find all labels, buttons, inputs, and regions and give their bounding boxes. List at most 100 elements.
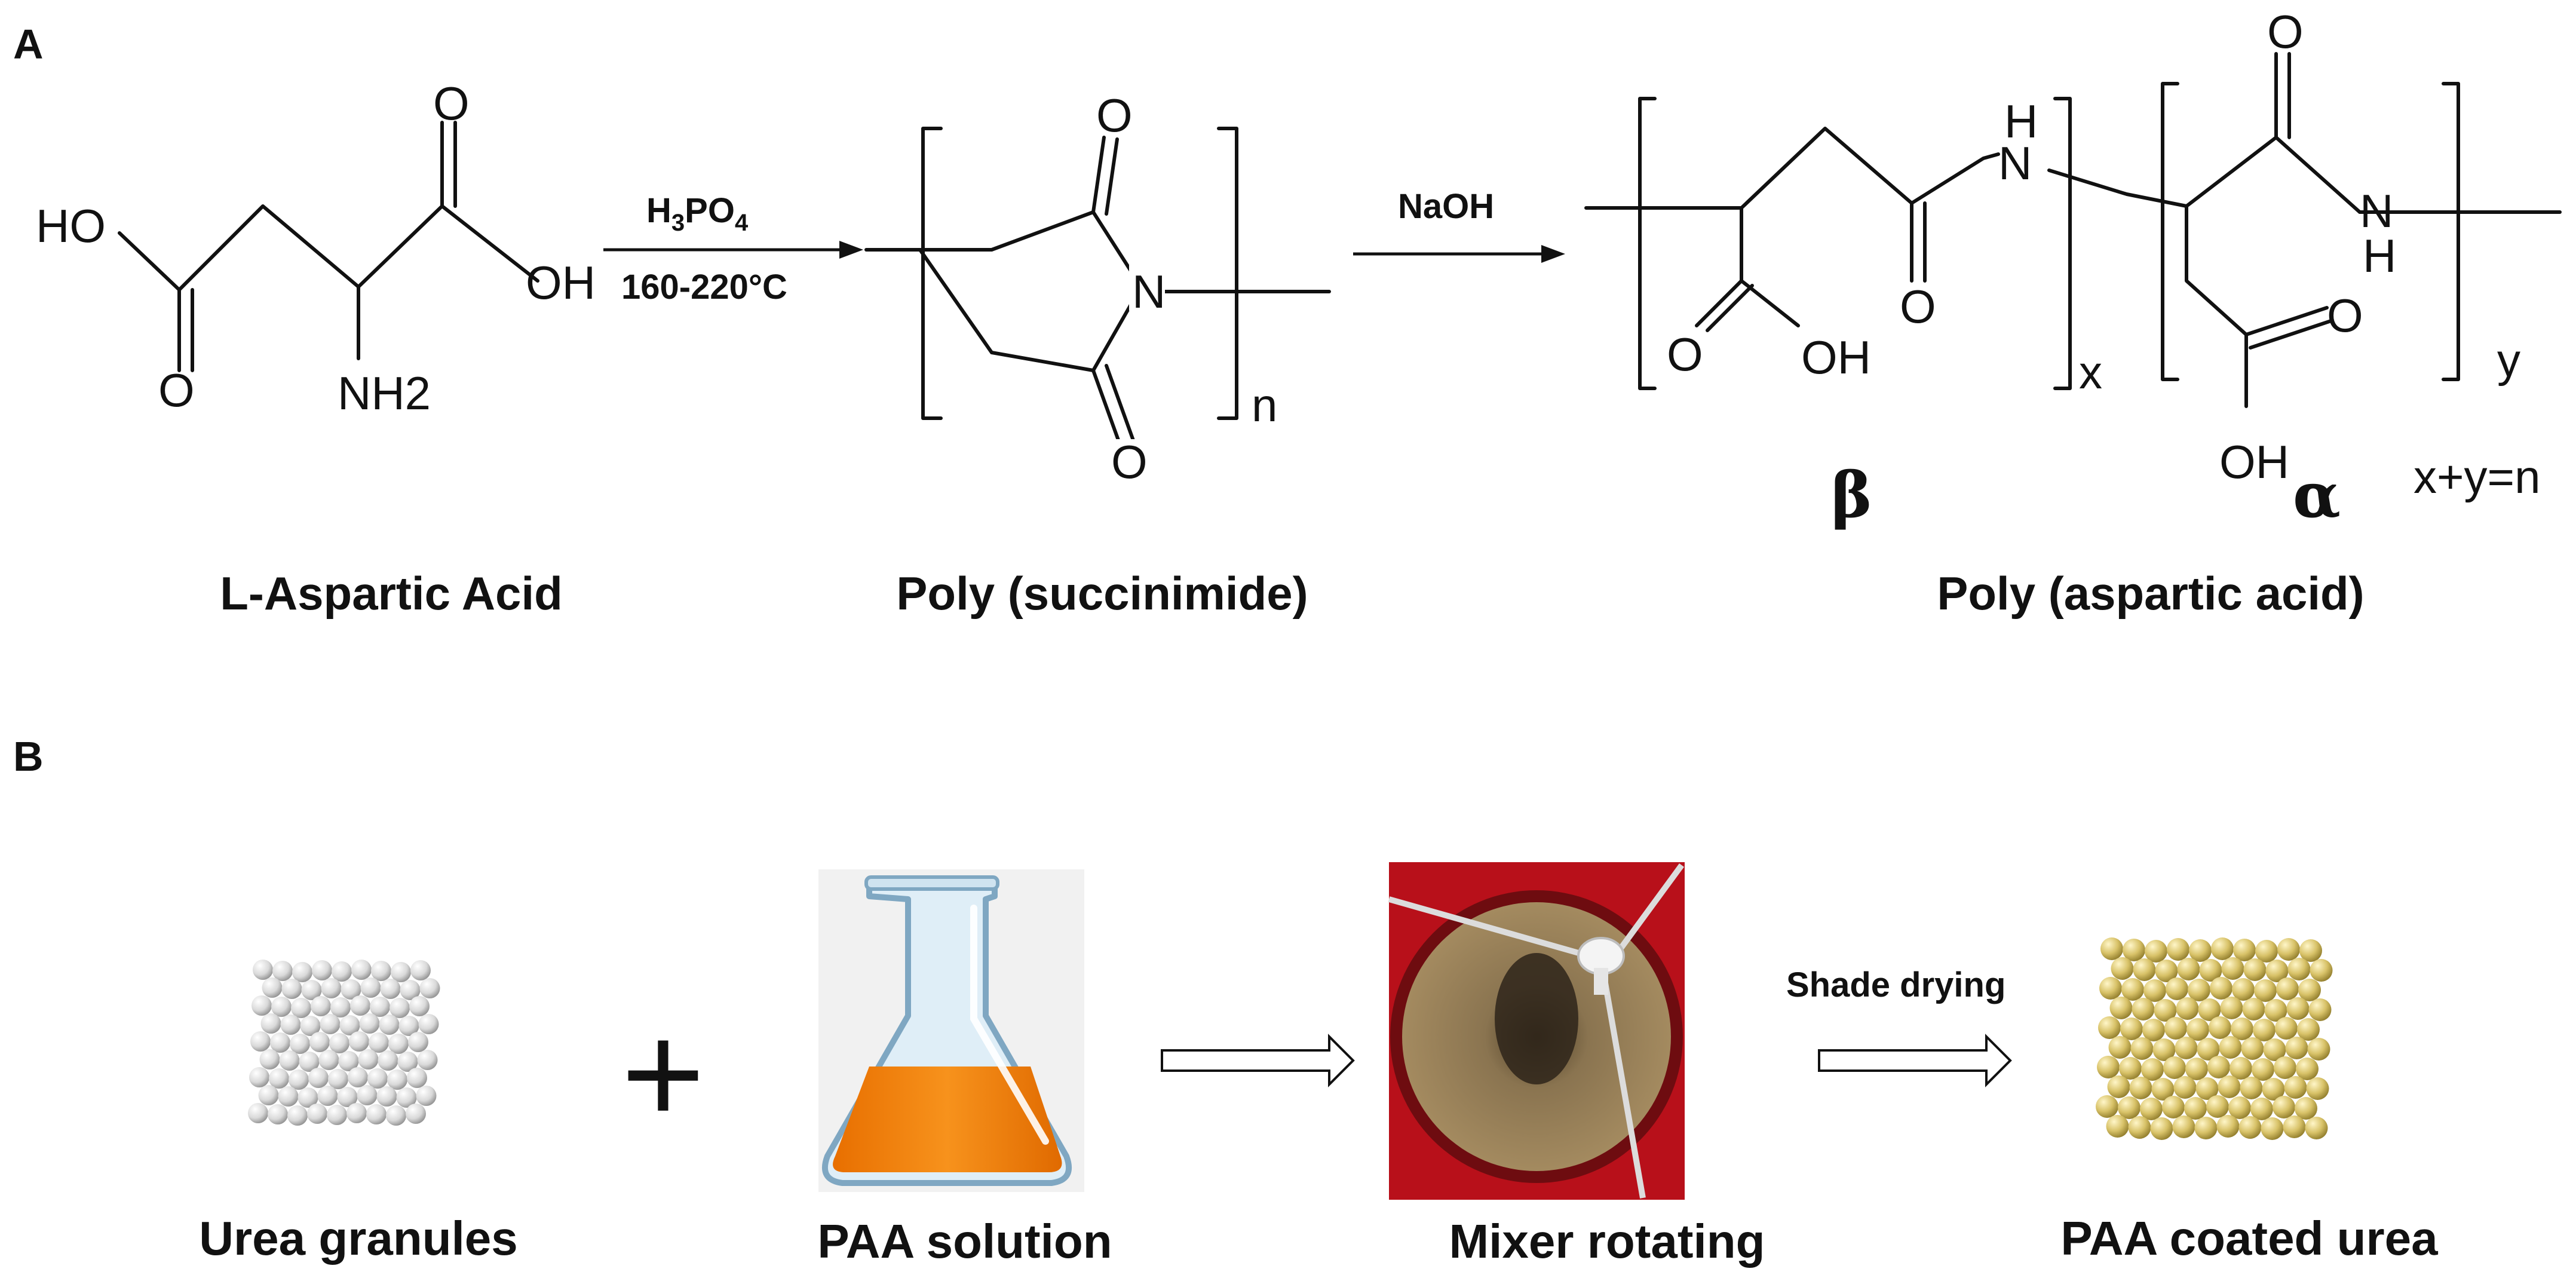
granule [339, 1015, 360, 1035]
granule [2194, 1117, 2218, 1139]
granule [2261, 1117, 2284, 1140]
granule [270, 1032, 290, 1053]
granule [337, 1087, 358, 1107]
panel-label-b: B [13, 733, 44, 780]
paa-solution-liquid [833, 1067, 1062, 1172]
granule [2199, 959, 2222, 982]
atom-n: N [1132, 265, 1166, 318]
granule [2307, 1038, 2330, 1061]
granule [2254, 979, 2277, 1002]
atom-o: O [1667, 328, 1703, 381]
granule [300, 1016, 321, 1036]
atom-o: O [2267, 5, 2304, 58]
granule [378, 1050, 398, 1071]
granule [2145, 940, 2167, 963]
granule [2255, 940, 2278, 963]
atom-o: O [433, 77, 470, 130]
atom-h: H [2363, 229, 2396, 282]
granule [346, 1103, 367, 1123]
granule [2123, 939, 2145, 961]
granule [380, 979, 401, 999]
atom-nh: N [1998, 137, 2032, 189]
granule [268, 1104, 288, 1124]
atom-o: O [1111, 436, 1148, 488]
atom-nh: N [2360, 185, 2393, 237]
granule [387, 1069, 407, 1090]
granule [348, 1067, 368, 1087]
granule [2240, 1077, 2263, 1099]
process-arrow-2 [1818, 1034, 2012, 1087]
granule [2140, 1098, 2163, 1120]
granule [2232, 978, 2255, 1001]
granule [2277, 938, 2300, 961]
granule [391, 962, 411, 982]
granule [318, 1050, 339, 1070]
granule [2305, 1117, 2328, 1139]
granule [2241, 1037, 2264, 1060]
atom-ho: HO [36, 200, 106, 252]
granule [2128, 1116, 2151, 1139]
granule [366, 1104, 387, 1124]
granule [2120, 1018, 2143, 1040]
granule [332, 961, 352, 982]
granule [2097, 1056, 2120, 1078]
granule [418, 1014, 439, 1034]
granule [2283, 1115, 2306, 1138]
granule [2173, 1076, 2197, 1099]
index-relation: x+y=n [2414, 451, 2540, 503]
granule [309, 1032, 330, 1052]
granule [2219, 1036, 2242, 1059]
granule [2172, 1115, 2195, 1138]
granule [2299, 939, 2322, 962]
granule [409, 996, 430, 1016]
granule [311, 996, 331, 1016]
granule [2107, 1075, 2130, 1098]
granule [2252, 1058, 2274, 1081]
granule [307, 1104, 327, 1124]
granule [2152, 1038, 2176, 1061]
granule [2098, 1016, 2121, 1039]
granule [2228, 1096, 2251, 1119]
granule [370, 997, 390, 1017]
granule [2230, 1057, 2252, 1080]
atom-o: O [2327, 289, 2363, 342]
granule [299, 1052, 320, 1072]
granule [2142, 1019, 2165, 1041]
granule [397, 1052, 418, 1072]
atom-oh: OH [2219, 436, 2289, 488]
granule [2263, 1038, 2286, 1061]
repeat-index-y: y [2497, 334, 2520, 387]
granule [328, 1069, 348, 1089]
granule [320, 1014, 341, 1034]
granule [2253, 1019, 2276, 1041]
beta-unit-label: β [1831, 458, 1872, 532]
alpha-unit-label: α [2293, 458, 2341, 532]
compound-name-polysuccinimide: Poly (succinimide) [896, 567, 1308, 620]
granule [2143, 979, 2166, 1002]
granule [2218, 1075, 2241, 1098]
granule [2163, 1056, 2186, 1079]
granule [253, 960, 273, 980]
granule [2186, 1018, 2209, 1041]
granule [410, 960, 431, 980]
step-label-mixer-rotating: Mixer rotating [1449, 1215, 1765, 1268]
granule [2276, 977, 2299, 1000]
granule [406, 1104, 426, 1124]
granule [338, 1051, 359, 1071]
granule [2306, 1077, 2329, 1100]
granule [357, 1085, 378, 1105]
step-label-paa-coated-urea: PAA coated urea [2060, 1212, 2438, 1265]
granule [2167, 938, 2189, 961]
repeat-index-n: n [1252, 379, 1277, 431]
granule [248, 1103, 268, 1123]
atom-nh2: NH2 [338, 367, 431, 419]
granule [2108, 1036, 2132, 1059]
granule [2206, 1095, 2229, 1118]
polyaspartic-acid-structure: O OH O H N O N H O OH x y x+y=n β α [1584, 5, 2562, 532]
granule [349, 1031, 369, 1052]
atom-o: O [1900, 280, 1936, 333]
granule [2298, 979, 2321, 1001]
granule [388, 1034, 409, 1054]
granule [252, 995, 272, 1016]
